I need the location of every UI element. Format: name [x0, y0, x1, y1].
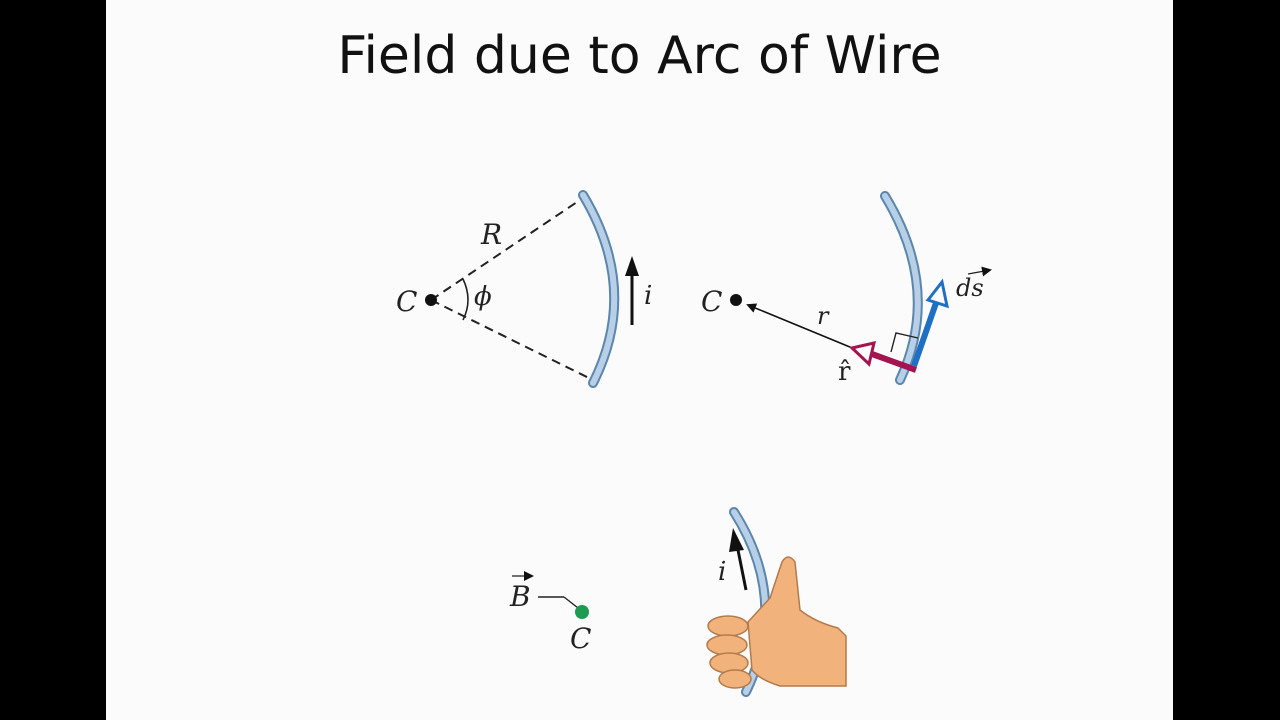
- right-hand-rule-diagram: i: [706, 507, 847, 697]
- label-B: B: [509, 580, 531, 613]
- wire-arc-left-highlight: [580, 192, 618, 386]
- angle-arc: [462, 278, 469, 321]
- label-R: R: [480, 218, 502, 251]
- label-C-bottom: C: [570, 622, 591, 655]
- label-C-right: C: [701, 285, 722, 318]
- slide-title: Field due to Arc of Wire: [337, 26, 942, 86]
- field-point-C: [575, 605, 589, 619]
- right-hand-icon: [706, 556, 847, 689]
- slide: Field due to Arc of Wire: [106, 0, 1173, 720]
- field-point-diagram: B C: [509, 571, 591, 655]
- label-i-bottom: i: [718, 557, 726, 587]
- label-rhat: r̂: [838, 357, 851, 387]
- B-leader-line-b: [563, 596, 579, 609]
- center-point-left: [425, 294, 437, 306]
- ds-vector-overarrow: [967, 266, 992, 277]
- right-angle-marker: [890, 332, 919, 353]
- label-C-left: C: [396, 285, 417, 318]
- r-vector-line: [746, 303, 863, 353]
- label-r: r: [817, 302, 830, 330]
- ds-arrow-shaft: [911, 302, 939, 367]
- label-phi: ϕ: [474, 282, 492, 312]
- radius-lower-dashed: [430, 299, 594, 381]
- rhat-arrow-shaft: [870, 351, 918, 373]
- current-arrow-bottom-head: [729, 528, 744, 552]
- radius-upper-dashed: [430, 197, 584, 301]
- rhat-arrow-head: [848, 341, 877, 367]
- wire-arc-right-highlight: [882, 193, 921, 383]
- current-arrow-left-head: [625, 256, 639, 276]
- arc-diagram-right: C r r̂ ds: [701, 191, 992, 387]
- arc-diagram-left: R C ϕ i: [396, 190, 652, 388]
- label-ds: ds: [956, 274, 984, 302]
- current-arrow-bottom-shaft: [735, 544, 748, 591]
- label-i-left: i: [644, 281, 652, 311]
- ds-arrow-head: [925, 278, 949, 309]
- center-point-right: [730, 294, 742, 306]
